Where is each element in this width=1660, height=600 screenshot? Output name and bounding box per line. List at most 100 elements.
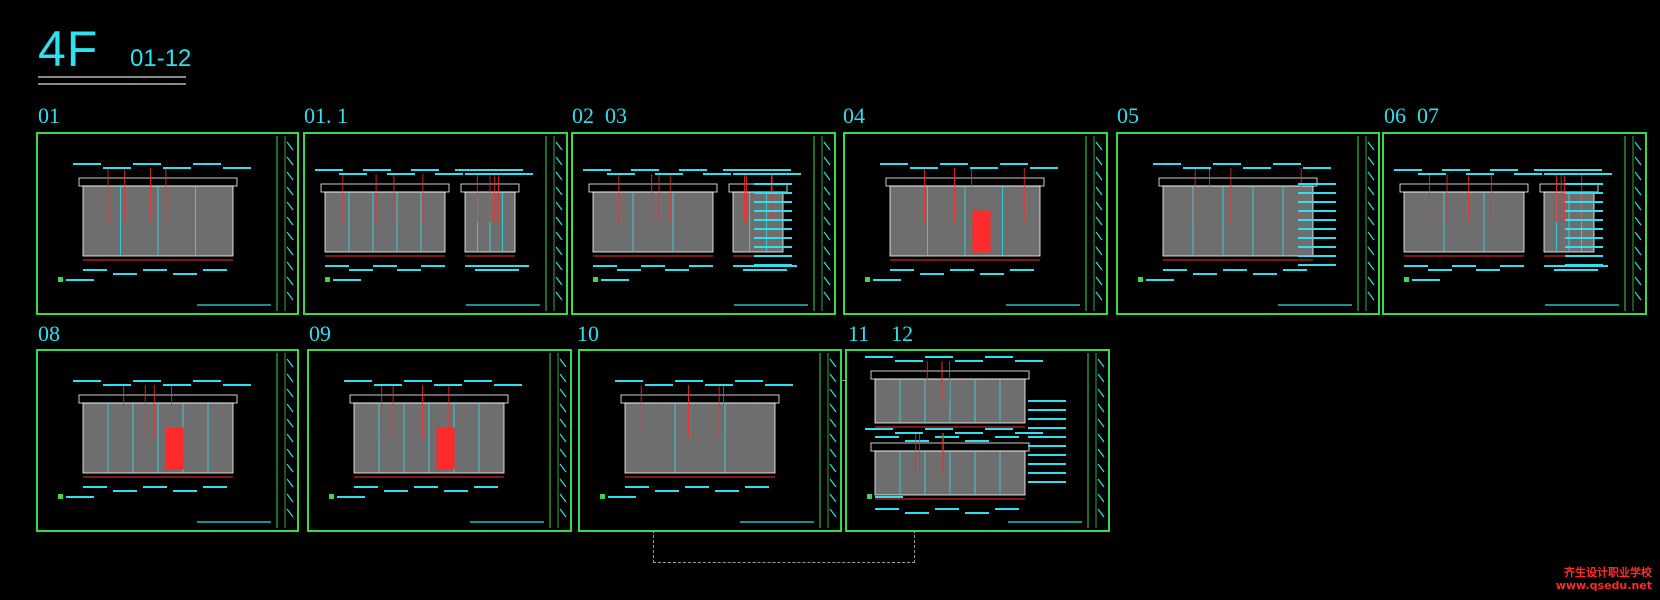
title-block-text <box>555 141 563 151</box>
title-block-text <box>823 201 831 211</box>
title-block-text <box>286 276 294 286</box>
title-block-text <box>1367 171 1375 181</box>
title-block-text <box>555 171 563 181</box>
title-block-text <box>559 433 567 443</box>
sheet-06-07[interactable] <box>1382 132 1647 315</box>
title-block-text <box>1634 261 1642 271</box>
sheet-10[interactable] <box>578 349 842 532</box>
watermark-url: www.qsedu.net <box>1555 579 1652 592</box>
title-block-text <box>1634 216 1642 226</box>
sheet-label-01: 01 <box>38 103 60 128</box>
view-marker <box>325 277 330 282</box>
title-block-text <box>555 291 563 301</box>
title-block-text <box>1634 231 1642 241</box>
elevation-drawing <box>315 136 563 311</box>
elevation-drawing <box>1138 136 1375 311</box>
sheet-11-12[interactable] <box>845 349 1110 532</box>
elevation-drawing <box>1394 136 1642 311</box>
view-marker <box>867 494 872 499</box>
sheet-09[interactable] <box>307 349 572 532</box>
title-block-text <box>1367 231 1375 241</box>
title-block-text <box>559 508 567 518</box>
ceiling-line <box>588 183 718 193</box>
title-block-text <box>555 186 563 196</box>
elevation-drawing <box>58 136 294 311</box>
title-block-text <box>1367 201 1375 211</box>
title-block-text <box>1634 276 1642 286</box>
sheet-02-03[interactable] <box>571 132 836 315</box>
title-block-text <box>1634 291 1642 301</box>
title-block-text <box>286 358 294 368</box>
title-block-text <box>286 216 294 226</box>
title-block-text <box>555 201 563 211</box>
title-block-text <box>559 463 567 473</box>
title-block-text <box>286 418 294 428</box>
view-marker <box>1404 277 1409 282</box>
title-block-text <box>286 508 294 518</box>
title-block-text <box>286 403 294 413</box>
title-block-text <box>829 448 837 458</box>
title-block-text <box>286 373 294 383</box>
title-block-text <box>286 388 294 398</box>
sheet-label-11-12: 11 12 <box>848 321 914 346</box>
door-panel <box>165 427 184 470</box>
title-block-text <box>1095 216 1103 226</box>
view-marker <box>865 277 870 282</box>
title-block-text <box>559 373 567 383</box>
title-block-text <box>1367 216 1375 226</box>
title-block-text <box>1097 493 1105 503</box>
ceiling-line <box>1539 183 1599 193</box>
title-block-text <box>1367 186 1375 196</box>
ceiling-line <box>78 394 238 404</box>
title-block-text <box>286 448 294 458</box>
door-panel <box>436 427 455 470</box>
title-underline <box>38 76 186 85</box>
ceiling-line <box>78 177 238 187</box>
ceiling-line <box>728 183 788 193</box>
title-block-text <box>1367 261 1375 271</box>
sheet-label-10: 10 <box>577 321 599 346</box>
elevation-drawing <box>329 353 567 528</box>
title-block-text <box>1367 246 1375 256</box>
sheet-label-01-1: 01. 1 <box>304 103 348 128</box>
title-block-text <box>823 231 831 241</box>
title-block-text <box>823 276 831 286</box>
title-block-text <box>1634 141 1642 151</box>
title-block-text <box>1095 141 1103 151</box>
title-block-text <box>1367 291 1375 301</box>
ceiling-line <box>870 370 1030 380</box>
title-block-text <box>1097 373 1105 383</box>
title-block-text <box>555 216 563 226</box>
view-marker <box>329 494 334 499</box>
title-block-text <box>823 186 831 196</box>
watermark-school-name: 齐生设计职业学校 <box>1564 566 1652 579</box>
title-block-text <box>1095 201 1103 211</box>
title-block-text <box>1095 156 1103 166</box>
sheet-04[interactable] <box>843 132 1108 315</box>
title-block-text <box>829 403 837 413</box>
title-block-text <box>829 418 837 428</box>
title-block-text <box>1097 403 1105 413</box>
sheet-01-1[interactable] <box>303 132 568 315</box>
title-block-text <box>559 493 567 503</box>
title-block-text <box>555 276 563 286</box>
title-block-text <box>1097 478 1105 488</box>
title-block-text <box>1097 463 1105 473</box>
elevation-wall <box>1162 185 1314 257</box>
title-block-text <box>559 448 567 458</box>
title-block-text <box>823 141 831 151</box>
title-block-text <box>823 156 831 166</box>
sheet-05[interactable] <box>1116 132 1380 315</box>
title-block-text <box>1095 231 1103 241</box>
title-block-text <box>1367 156 1375 166</box>
sheet-01[interactable] <box>36 132 299 315</box>
title-block-text <box>829 433 837 443</box>
title-block-text <box>823 291 831 301</box>
view-marker <box>58 494 63 499</box>
sheet-08[interactable] <box>36 349 299 532</box>
title-block-text <box>823 246 831 256</box>
view-marker <box>593 277 598 282</box>
title-block-text <box>829 508 837 518</box>
title-block-text <box>829 493 837 503</box>
